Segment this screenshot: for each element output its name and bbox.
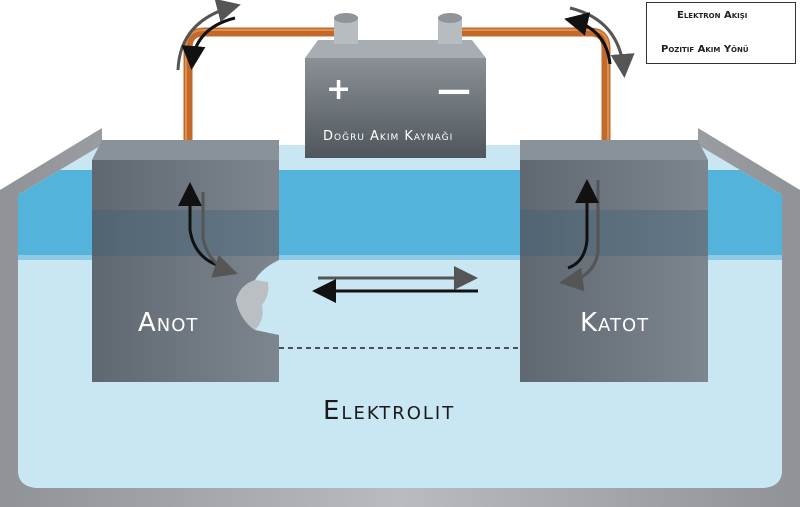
right-current-curve-arrow xyxy=(569,6,635,78)
battery-label: Doğru Akım Kaynağı xyxy=(323,129,454,144)
cathode-current-arrow xyxy=(559,180,600,292)
battery-minus-terminal: — xyxy=(437,70,471,110)
anode-label: Anot xyxy=(138,308,199,338)
legend-electron-flow-label: Elektron Akışı xyxy=(677,10,748,21)
anode-current-arrow xyxy=(201,192,238,278)
battery xyxy=(305,13,486,158)
legend-current-direction-label: Pozitif Akım Yönü xyxy=(661,44,749,55)
anode-electrode xyxy=(92,140,279,382)
electrolyte-label: Elektrolit xyxy=(323,396,456,426)
cathode-electron-arrow xyxy=(567,179,599,270)
battery-plus-terminal: + xyxy=(326,72,352,107)
cathode-electrode xyxy=(520,140,708,382)
left-current-curve-arrow xyxy=(176,0,241,71)
right-electron-curve-arrow xyxy=(564,12,612,65)
left-electron-curve-arrow xyxy=(181,16,236,70)
legend: Elektron Akışı Pozitif Akım Yönü xyxy=(646,2,796,64)
cathode-label: Katot xyxy=(580,308,650,338)
